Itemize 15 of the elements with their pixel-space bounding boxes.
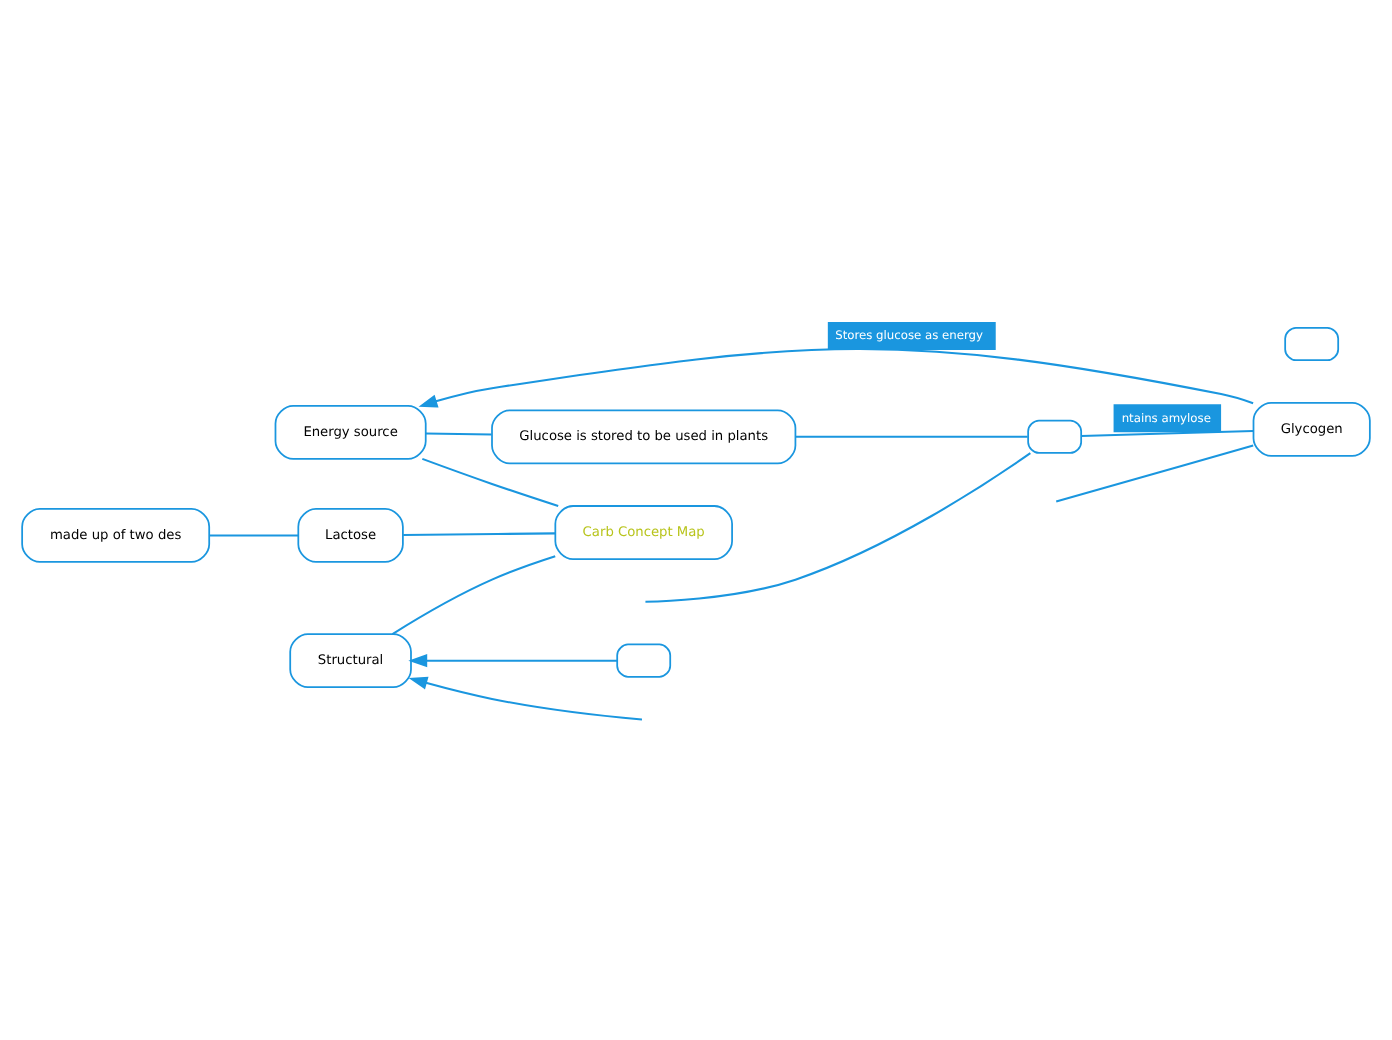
connector (403, 531, 556, 535)
node-box (616, 642, 672, 677)
connector (425, 431, 492, 435)
arrow (408, 653, 617, 667)
connector (391, 554, 556, 634)
arrow (418, 346, 1254, 407)
arrow (408, 675, 643, 720)
connector (795, 434, 1028, 437)
connector (1055, 443, 1254, 502)
connector (1081, 429, 1254, 437)
connector (422, 456, 559, 506)
connector (209, 533, 299, 536)
node-box (1284, 325, 1340, 361)
node-box (1027, 418, 1083, 453)
connector (645, 451, 1031, 602)
